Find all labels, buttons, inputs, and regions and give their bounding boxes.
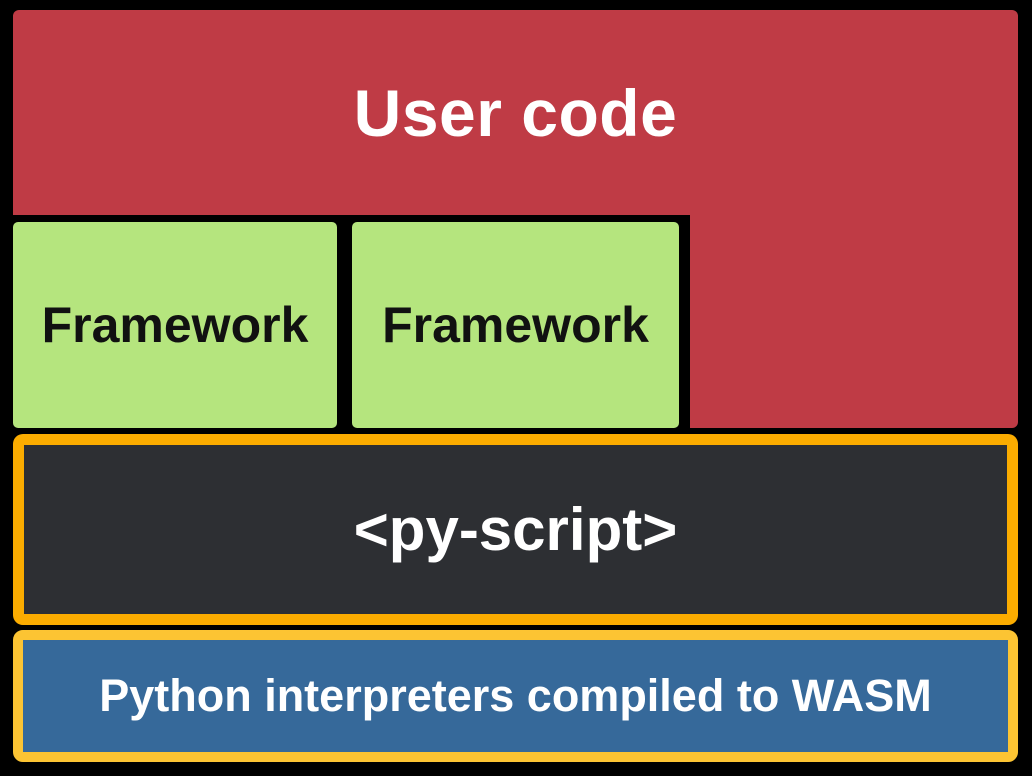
pyscript-label: <py-script>: [353, 496, 678, 563]
user-code-label-area: User code: [13, 10, 1018, 215]
framework-box-2: Framework: [352, 222, 679, 428]
pyscript-layer: <py-script>: [13, 434, 1018, 625]
wasm-interpreters-layer: Python interpreters compiled to WASM: [13, 630, 1018, 762]
framework-label: Framework: [382, 297, 649, 353]
wasm-interpreters-label: Python interpreters compiled to WASM: [99, 670, 932, 721]
framework-box-1: Framework: [13, 222, 337, 428]
user-code-label: User code: [353, 75, 678, 150]
framework-label: Framework: [41, 297, 309, 353]
